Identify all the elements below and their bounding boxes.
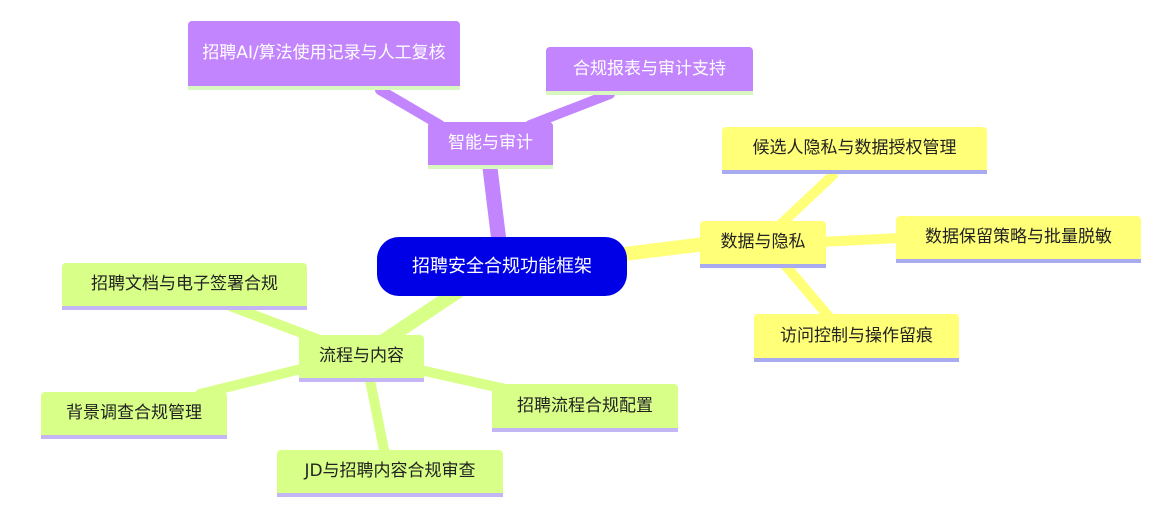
leaf-process-config[interactable]: 招聘流程合规配置 [492, 384, 678, 432]
branch-label: 数据与隐私 [720, 232, 806, 252]
edge-process-docs [225, 301, 325, 345]
leaf-candidate-privacy[interactable]: 候选人隐私与数据授权管理 [722, 127, 987, 174]
leaf-label: 背景调查合规管理 [66, 403, 202, 423]
leaf-label: 招聘AI/算法使用记录与人工复核 [202, 43, 446, 63]
branch-label: 流程与内容 [319, 346, 404, 366]
branch-ai-audit[interactable]: 智能与审计 [428, 122, 553, 169]
leaf-label: 合规报表与审计支持 [573, 58, 726, 79]
leaf-ai-record[interactable]: 招聘AI/算法使用记录与人工复核 [188, 21, 460, 90]
leaf-label: 访问控制与操作留痕 [780, 325, 933, 346]
leaf-label: 招聘文档与电子签署合规 [91, 274, 278, 294]
branch-process-content[interactable]: 流程与内容 [299, 335, 424, 382]
leaf-label: 候选人隐私与数据授权管理 [752, 138, 957, 158]
edge-ai-report [525, 89, 615, 130]
leaf-label: 招聘流程合规配置 [517, 395, 653, 416]
edge-privacy-candidate [775, 170, 838, 230]
leaf-label: 数据保留策略与批量脱敏 [925, 227, 1112, 247]
edge-ai-record [375, 85, 445, 130]
leaf-background-check[interactable]: 背景调查合规管理 [41, 392, 227, 439]
leaf-ai-report[interactable]: 合规报表与审计支持 [546, 47, 753, 95]
leaf-label: JD与招聘内容合规审查 [304, 461, 476, 481]
root-label: 招聘安全合规功能框架 [412, 256, 592, 277]
edge-root-process-content [378, 283, 467, 347]
leaf-jd-review[interactable]: JD与招聘内容合规审查 [277, 450, 503, 497]
leaf-docs-esign[interactable]: 招聘文档与电子签署合规 [62, 263, 307, 310]
branch-label: 智能与审计 [448, 133, 533, 153]
leaf-data-retention[interactable]: 数据保留策略与批量脱敏 [896, 216, 1141, 263]
edge-process-jd [365, 375, 390, 460]
root-node[interactable]: 招聘安全合规功能框架 [377, 237, 627, 296]
branch-data-privacy[interactable]: 数据与隐私 [700, 221, 826, 268]
edge-privacy-access [780, 260, 835, 323]
edge-process-background [195, 363, 310, 399]
edge-privacy-retention [815, 233, 905, 247]
leaf-access-control[interactable]: 访问控制与操作留痕 [754, 314, 959, 362]
